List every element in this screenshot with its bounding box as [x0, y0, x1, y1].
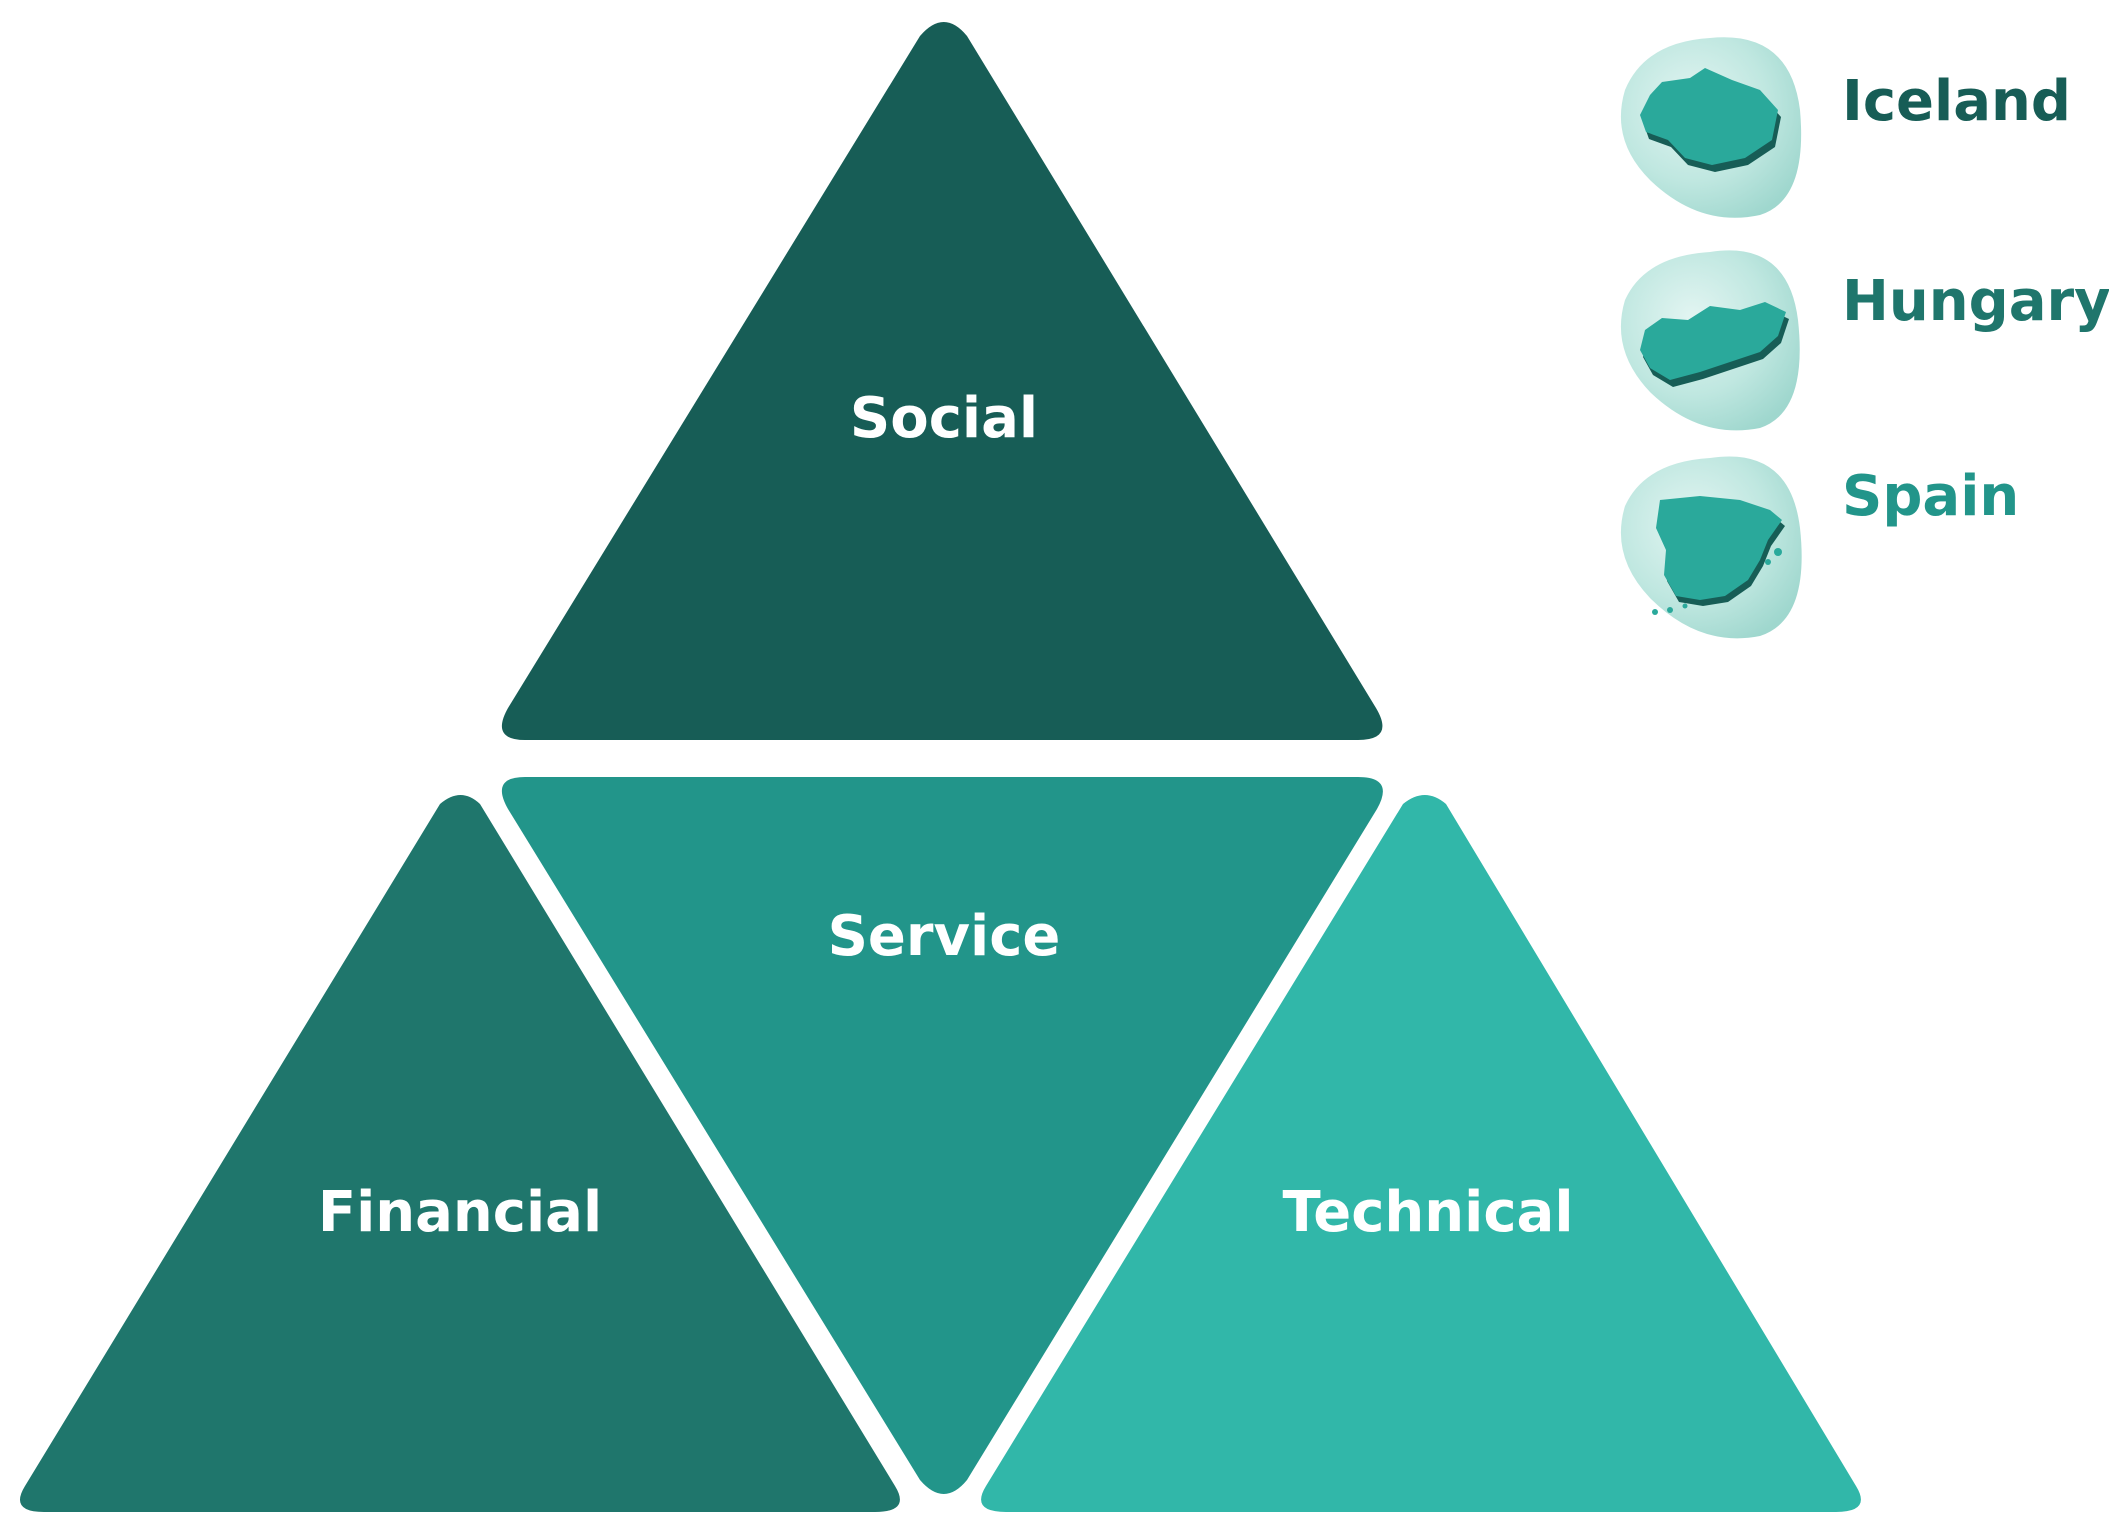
segment-financial-label: Financial	[318, 1180, 602, 1245]
segment-service-label: Service	[828, 904, 1061, 969]
segment-social: Social	[501, 22, 1383, 740]
segment-social-shape	[501, 22, 1383, 740]
segment-financial: Financial	[19, 795, 900, 1512]
legend-item-iceland: Iceland	[1620, 37, 2071, 218]
legend: Iceland Hungary Spain	[1620, 37, 2109, 639]
segment-technical-shape	[981, 795, 1861, 1512]
segment-social-label: Social	[850, 386, 1038, 451]
legend-item-spain: Spain	[1620, 456, 2019, 639]
iceland-map-icon	[1640, 68, 1781, 172]
segment-service-shape	[501, 777, 1383, 1494]
legend-item-iceland-label: Iceland	[1842, 69, 2071, 134]
legend-item-spain-label: Spain	[1842, 464, 2019, 529]
pyramid: Social Service Financial Technical	[19, 22, 1861, 1512]
segment-financial-shape	[19, 795, 900, 1512]
hungary-map-icon	[1640, 302, 1789, 387]
segment-technical: Technical	[981, 795, 1861, 1512]
legend-item-hungary-label: Hungary	[1842, 269, 2109, 334]
legend-item-hungary: Hungary	[1620, 250, 2109, 431]
segment-service: Service	[501, 777, 1383, 1494]
segment-technical-label: Technical	[1282, 1180, 1573, 1245]
spain-map-icon	[1652, 496, 1785, 615]
